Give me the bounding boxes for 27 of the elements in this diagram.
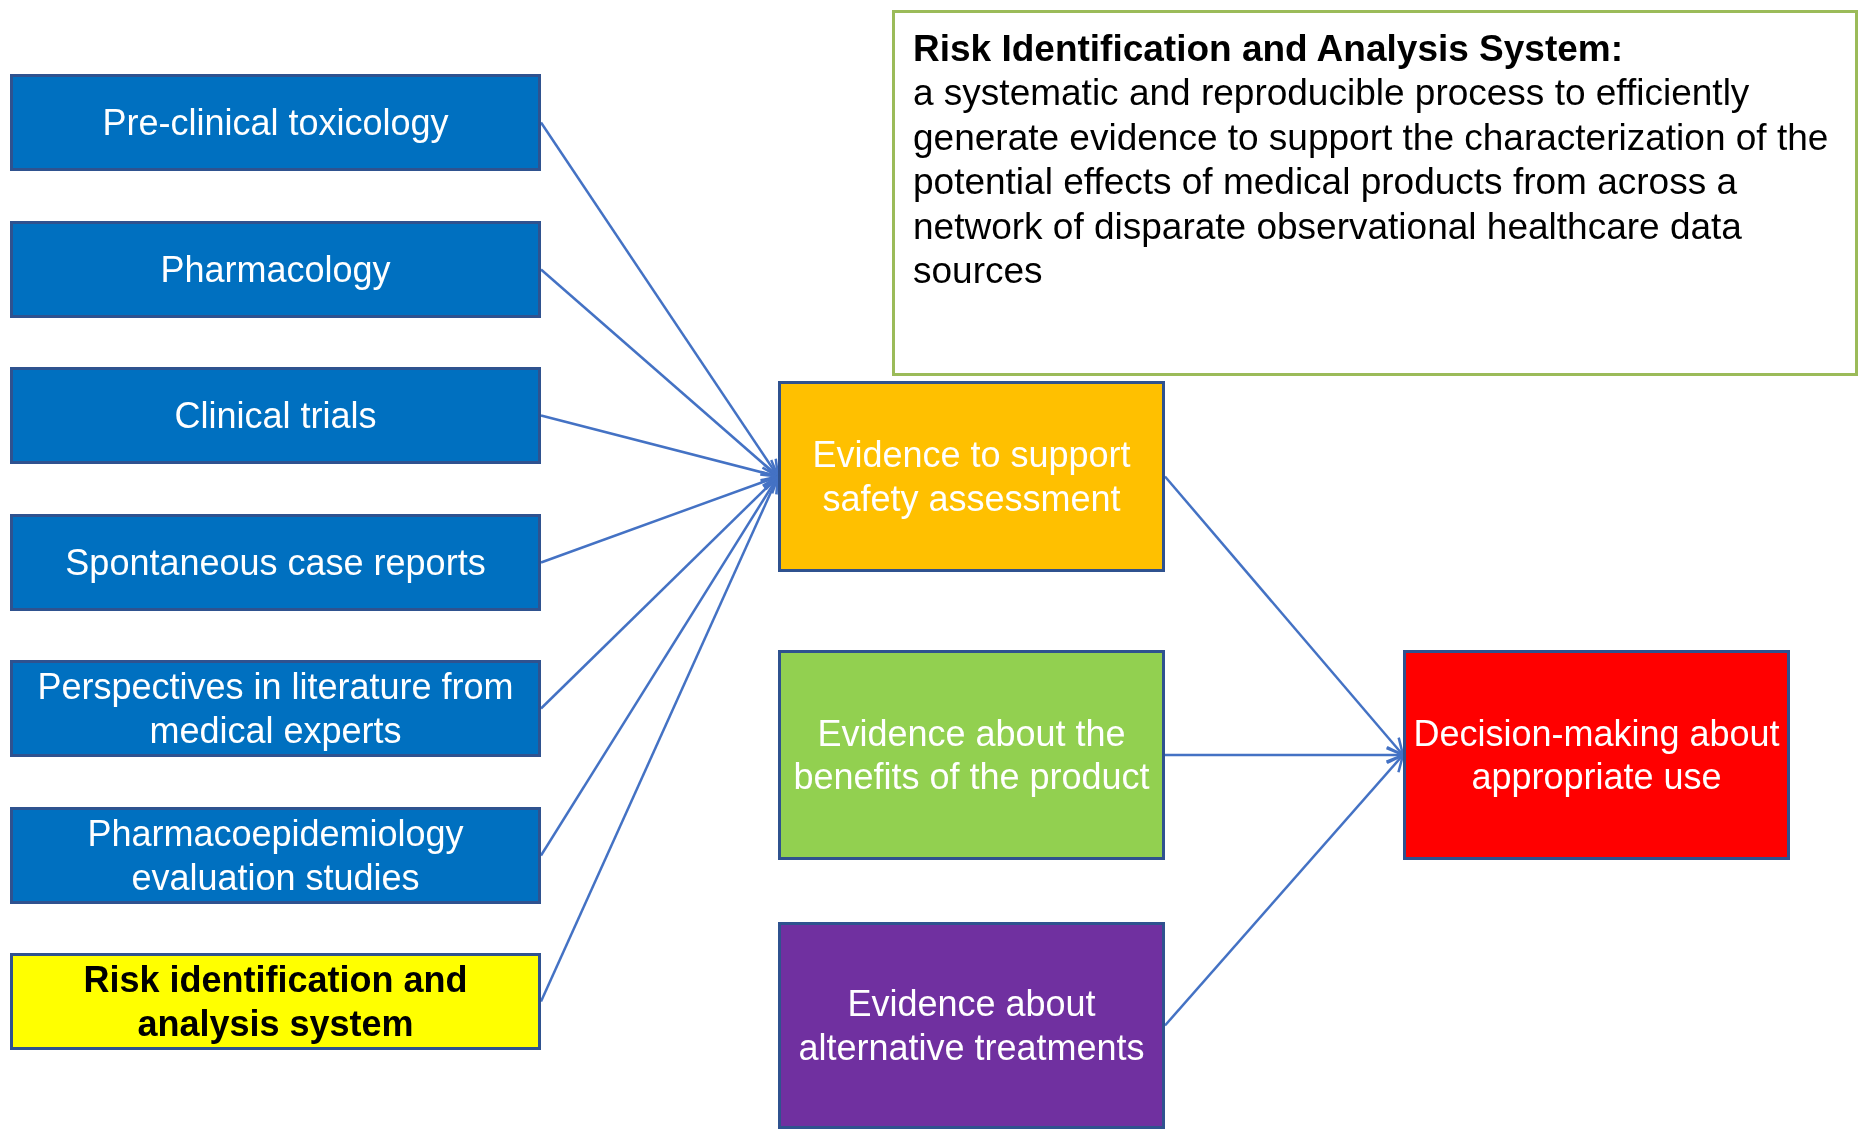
arrow	[1164, 475, 1405, 757]
note-box	[892, 10, 1858, 376]
process-box	[10, 953, 541, 1050]
process-box	[10, 221, 541, 318]
box-label: Evidence about the benefits of the product	[792, 711, 1151, 799]
process-box	[778, 922, 1165, 1129]
process-box	[10, 514, 541, 611]
box-label: Pharmacology	[160, 247, 391, 292]
box-label: Perspectives in literature from medical experts	[36, 665, 515, 752]
arrow	[1164, 753, 1405, 1027]
box-label: Pre-clinical toxicology	[102, 100, 449, 145]
note-text: a systematic and reproducible process to efficiently generate evidence to support the characterization of the potential effects of medical products from across a network of disparate observational healthcare data sources	[913, 71, 1830, 293]
note-heading: Risk Identification and Analysis System:	[913, 27, 1624, 71]
process-box	[778, 381, 1165, 572]
box-label: Spontaneous case reports	[65, 540, 486, 585]
box-label: Evidence to support safety assessment	[811, 433, 1132, 520]
process-box	[10, 807, 541, 904]
process-box	[778, 650, 1165, 860]
box-label: Clinical trials	[174, 393, 377, 438]
box-label: Risk identification and analysis system	[82, 958, 469, 1045]
process-box	[1403, 650, 1790, 860]
process-box	[10, 367, 541, 464]
process-box	[10, 74, 541, 171]
process-box	[10, 660, 541, 757]
box-label: Decision-making about appropriate use	[1412, 711, 1781, 799]
box-label: Evidence about alternative treatments	[797, 982, 1146, 1069]
box-label: Pharmacoepidemiology evaluation studies	[86, 812, 465, 899]
